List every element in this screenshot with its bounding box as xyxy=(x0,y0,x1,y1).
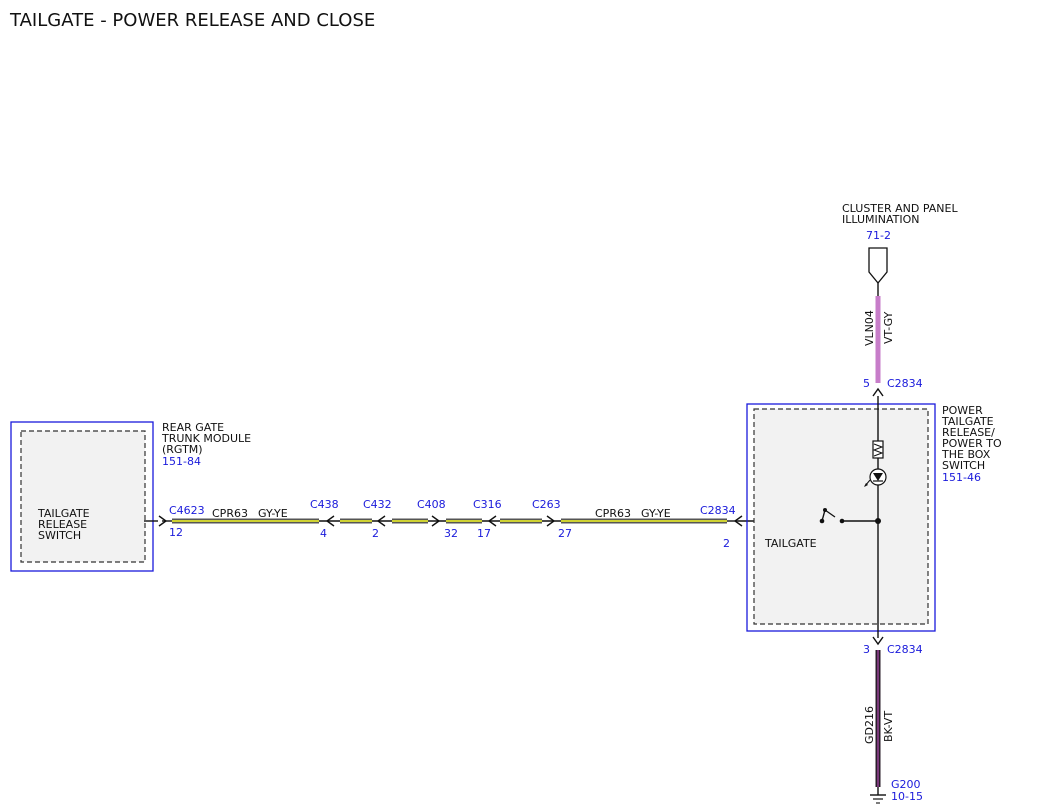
top-c2834-pin: 5 xyxy=(863,377,870,390)
connector-c263-pin: 27 xyxy=(558,527,572,540)
ground-name[interactable]: G200 xyxy=(891,778,921,791)
rgtm-name-line-2: TRUNK MODULE xyxy=(161,432,251,445)
connector-arrows xyxy=(158,515,743,527)
rgtm-module[interactable]: TAILGATE RELEASE SWITCH xyxy=(10,421,154,572)
switch-name-line-1: POWER xyxy=(942,404,983,417)
wire-circuit-right: CPR63 xyxy=(595,507,631,520)
rgtm-ref-link[interactable]: 151-84 xyxy=(162,455,201,468)
switch-inner-box xyxy=(753,408,929,625)
rgtm-inner-box xyxy=(20,430,146,563)
tailgate-switch-module[interactable] xyxy=(746,403,936,632)
switch-name-line-5: THE BOX xyxy=(941,448,991,461)
wire-vln04-label: VLN04 xyxy=(863,310,876,346)
connector-c438-pin: 4 xyxy=(320,527,327,540)
connector-c438-label[interactable]: C438 xyxy=(310,498,339,511)
ground-icon xyxy=(870,787,886,804)
switch-name-line-2: TAILGATE xyxy=(941,415,994,428)
switch-ref-link[interactable]: 151-46 xyxy=(942,471,981,484)
connector-c263-label[interactable]: C263 xyxy=(532,498,561,511)
illumination-ref-link[interactable]: 71-2 xyxy=(866,229,891,242)
connector-c4623-pin: 12 xyxy=(169,526,183,539)
connector-c408-pin: 32 xyxy=(444,527,458,540)
bottom-c2834-pin: 3 xyxy=(863,643,870,656)
illumination-name-line-2: ILLUMINATION xyxy=(842,213,920,226)
switch-name-line-6: SWITCH xyxy=(942,459,985,472)
rgtm-name-line-3: (RGTM) xyxy=(162,443,203,456)
top-c2834-label[interactable]: C2834 xyxy=(887,377,923,390)
illumination-name-line-1: CLUSTER AND PANEL xyxy=(842,202,958,215)
rgtm-outer-border xyxy=(10,421,154,572)
connector-c4623-label[interactable]: C4623 xyxy=(169,504,205,517)
connector-c432-label[interactable]: C432 xyxy=(363,498,392,511)
wire-color-right: GY-YE xyxy=(641,507,671,520)
connector-c2834-label[interactable]: C2834 xyxy=(700,504,736,517)
page-title: TAILGATE - POWER RELEASE AND CLOSE xyxy=(9,10,375,31)
illumination-source-icon xyxy=(868,247,888,285)
wire-circuit-left: CPR63 xyxy=(212,507,248,520)
switch-contact-icon xyxy=(819,508,881,524)
top-c2834-arrow xyxy=(872,387,884,397)
rgtm-name-line-1: REAR GATE xyxy=(162,421,224,434)
connector-c2834-pin: 2 xyxy=(723,537,730,550)
bottom-c2834-arrow xyxy=(872,636,884,646)
wire-bk-vt-label: BK-VT xyxy=(882,711,895,742)
wire-color-left: GY-YE xyxy=(258,507,288,520)
rgtm-inner-label-3: SWITCH xyxy=(38,529,81,542)
connector-c432-pin: 2 xyxy=(372,527,379,540)
switch-name-line-4: POWER TO xyxy=(942,437,1002,450)
switch-name-line-3: RELEASE/ xyxy=(942,426,995,439)
bottom-c2834-label[interactable]: C2834 xyxy=(887,643,923,656)
connector-c316-pin: 17 xyxy=(477,527,491,540)
resistor-zigzag xyxy=(872,443,884,457)
wire-gd216-label: GD216 xyxy=(863,706,876,744)
switch-inner-label: TAILGATE xyxy=(764,537,817,550)
ground-ref-link[interactable]: 10-15 xyxy=(891,790,923,803)
connector-c408-label[interactable]: C408 xyxy=(417,498,446,511)
rgtm-inner-label-1: TAILGATE xyxy=(37,507,90,520)
wire-vt-gy-label: VT-GY xyxy=(882,311,895,344)
switch-outer-border xyxy=(746,403,936,632)
rgtm-inner-label-2: RELEASE xyxy=(38,518,87,531)
connector-c316-label[interactable]: C316 xyxy=(473,498,502,511)
